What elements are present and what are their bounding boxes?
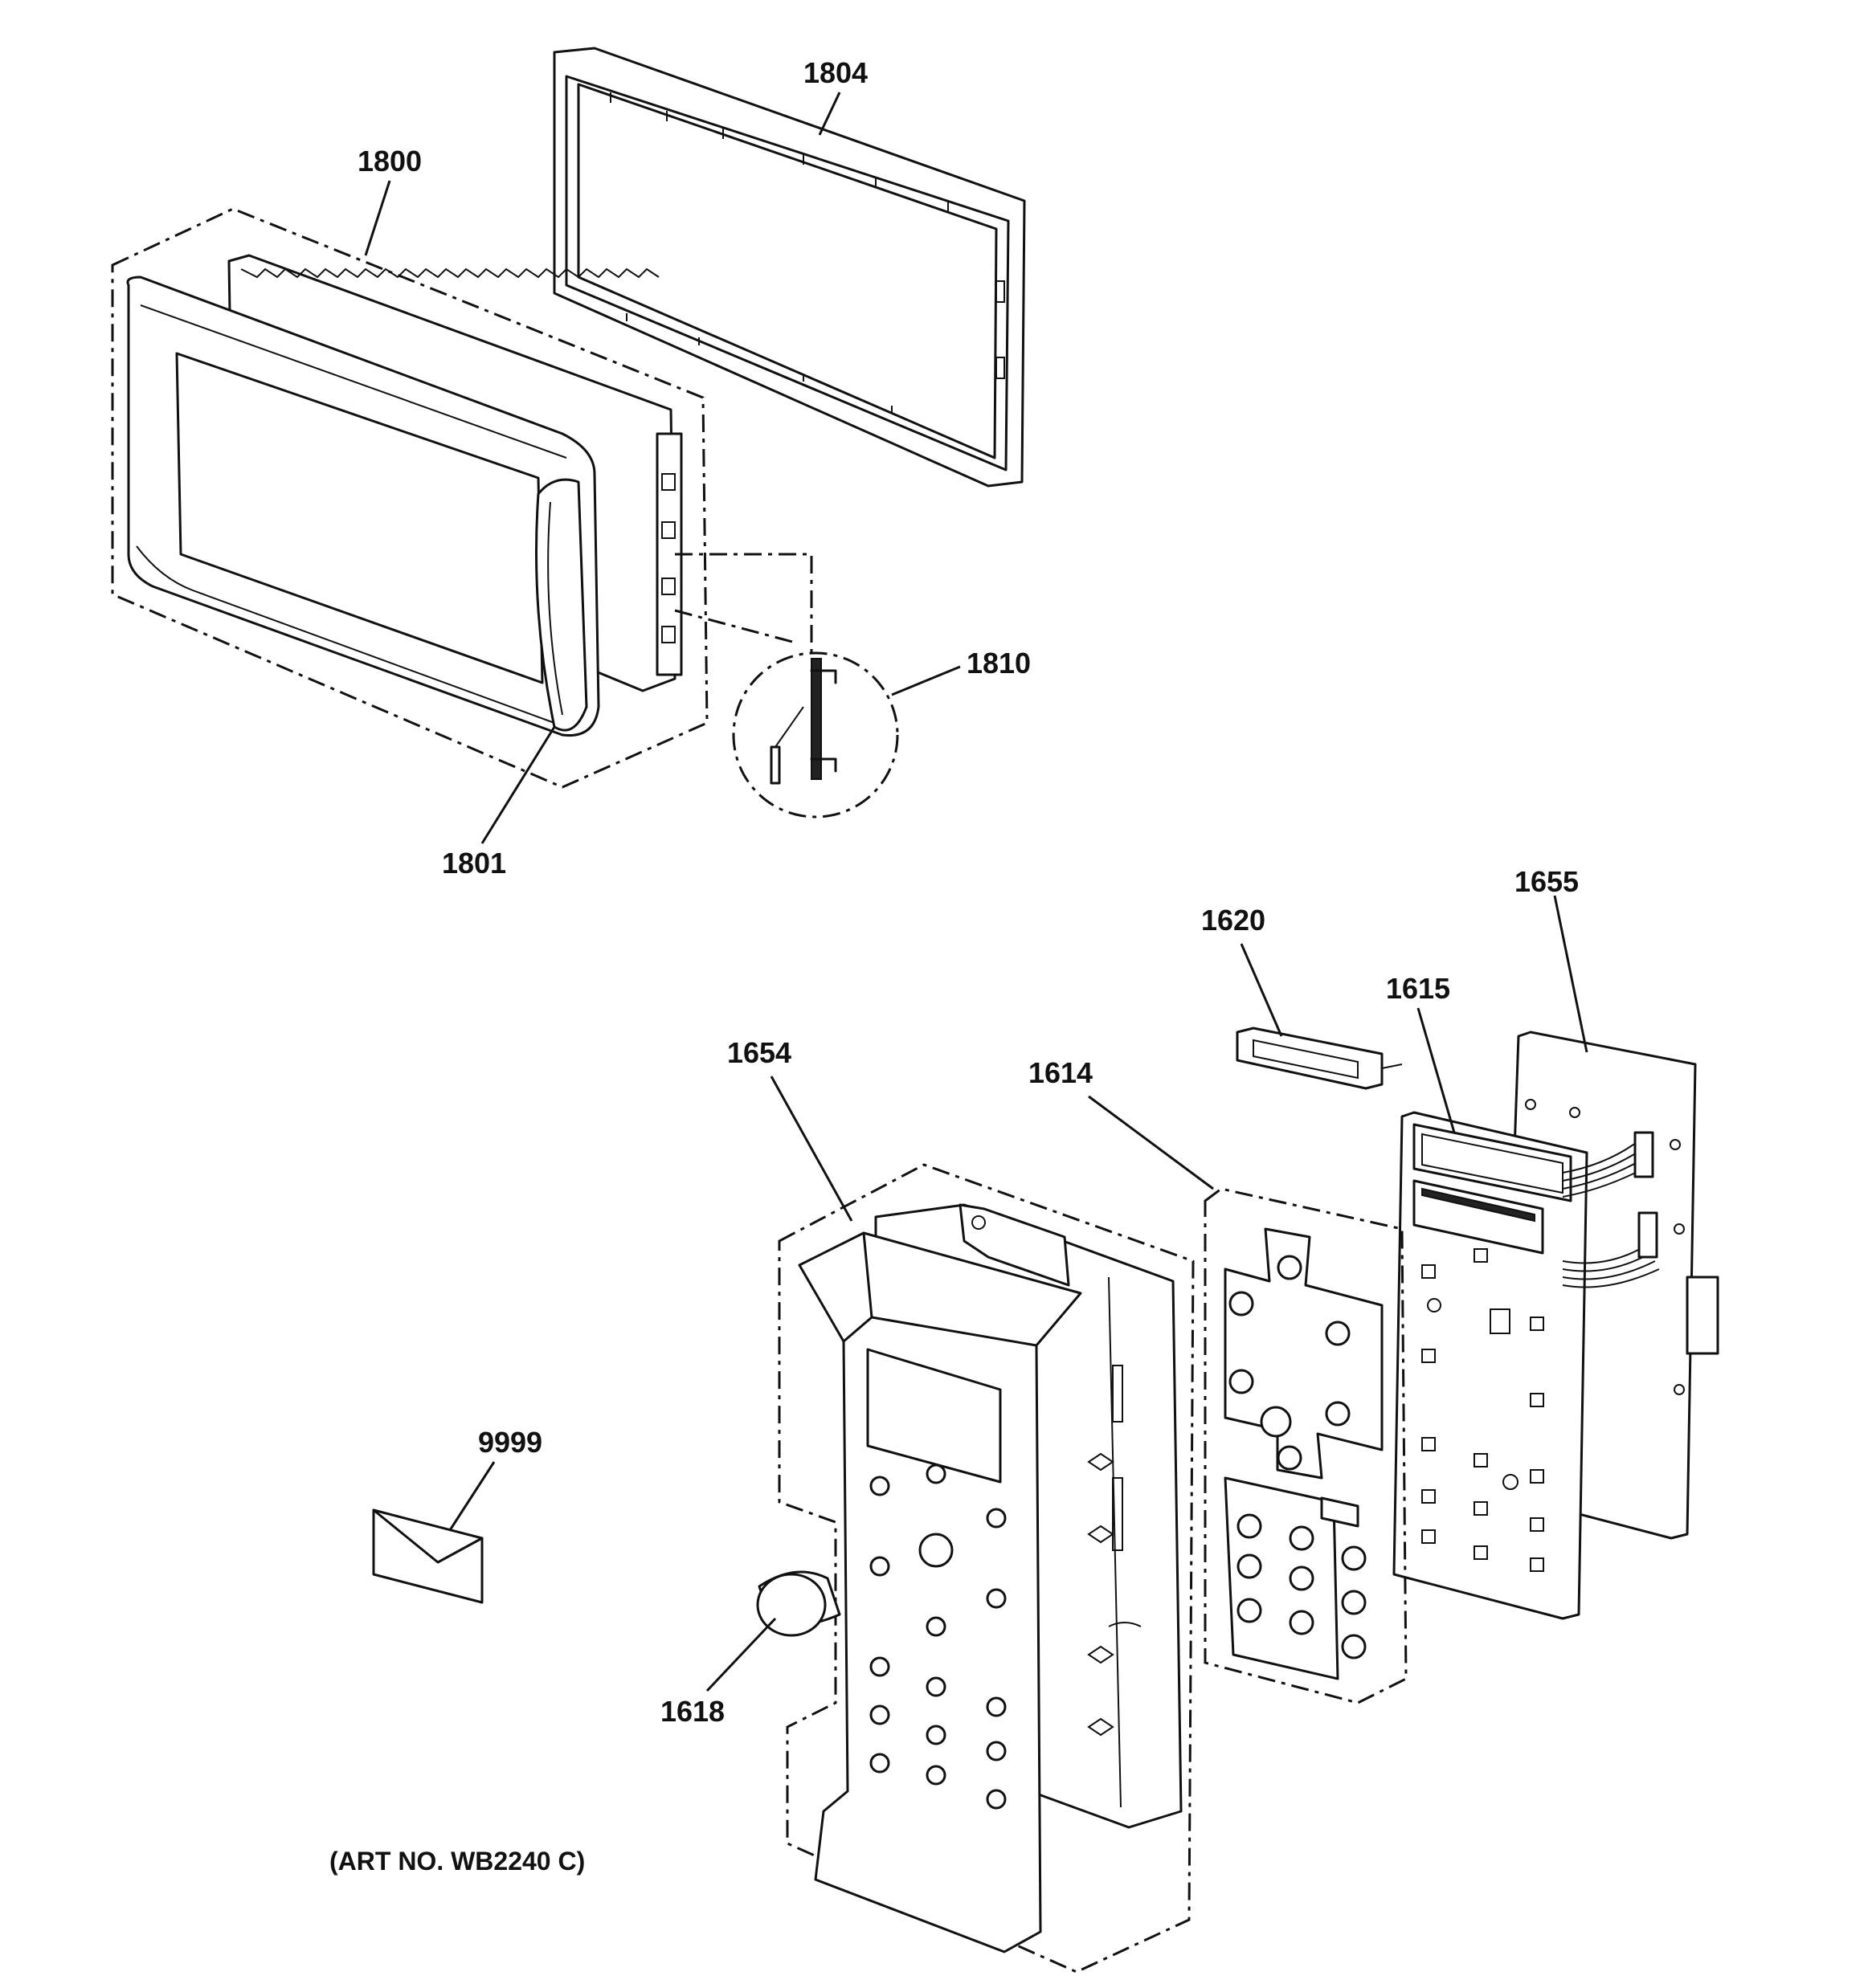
label-9999: 9999: [478, 1426, 542, 1459]
part-1620-display-module[interactable]: [1236, 1027, 1403, 1090]
label-1615: 1615: [1386, 972, 1450, 1005]
part-1614-button-frames[interactable]: [1204, 1187, 1408, 1704]
part-9999-envelope-icon[interactable]: [372, 1508, 484, 1604]
part-1810-latch-detail[interactable]: [674, 553, 899, 818]
leader-lines: [364, 92, 1588, 1692]
control-panel-buttons: [869, 1463, 1007, 1810]
label-1654: 1654: [727, 1036, 791, 1069]
label-1618: 1618: [660, 1695, 725, 1728]
label-1655: 1655: [1514, 865, 1579, 898]
label-1800: 1800: [358, 145, 422, 178]
label-1620: 1620: [1201, 904, 1265, 937]
label-1810: 1810: [967, 647, 1031, 680]
part-1615-keypad-board[interactable]: [1392, 1111, 1660, 1620]
part-1800-door-assembly[interactable]: [111, 207, 709, 789]
label-1801: 1801: [442, 847, 506, 880]
art-number: (ART NO. WB2240 C): [329, 1847, 585, 1876]
part-1654-control-panel[interactable]: [778, 1163, 1195, 1974]
part-1804-door-frame[interactable]: [553, 47, 1026, 488]
keypad-buttons: [1228, 1255, 1367, 1659]
label-1804: 1804: [803, 56, 868, 89]
label-1614: 1614: [1028, 1056, 1093, 1089]
